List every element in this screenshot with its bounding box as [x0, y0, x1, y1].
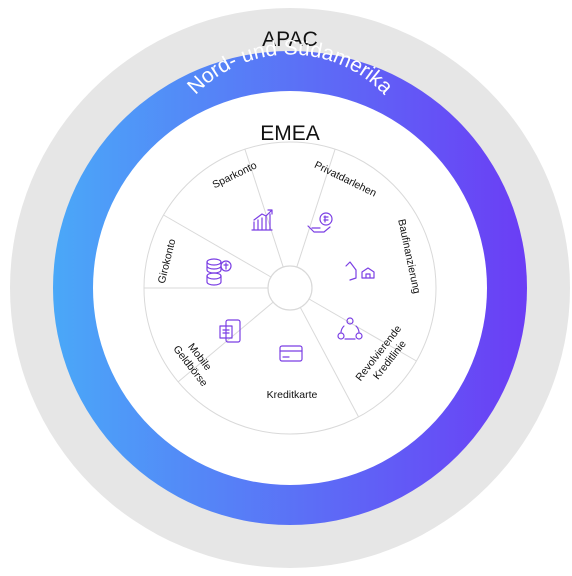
segment-label: Kreditkarte: [267, 389, 318, 401]
segment-kreditkarte: Kreditkarte: [267, 345, 318, 401]
wheel-divider: [244, 148, 284, 268]
house-in-hand-icon: [345, 261, 375, 281]
bar-chart-icon: [251, 209, 273, 231]
wheel-divider: [299, 307, 359, 418]
apac-label: APAC: [262, 28, 318, 51]
wheel-divider: [177, 301, 274, 383]
wheel-dividers: [144, 148, 417, 418]
cycle-arrows-icon: [337, 317, 363, 340]
wallet-icon: [219, 319, 241, 343]
wheel-divider: [308, 298, 417, 362]
emea-label: EMEA: [260, 122, 320, 145]
wheel-divider: [296, 148, 336, 268]
coin-stack-icon: [206, 258, 232, 286]
product-wheel: Sparkonto Privatdarlehen Baufinanzierung: [143, 141, 437, 435]
coin-in-hand-icon: [307, 212, 333, 233]
credit-card-icon: [279, 345, 303, 362]
wheel-hub: [267, 265, 313, 311]
wheel-divider: [163, 214, 272, 278]
